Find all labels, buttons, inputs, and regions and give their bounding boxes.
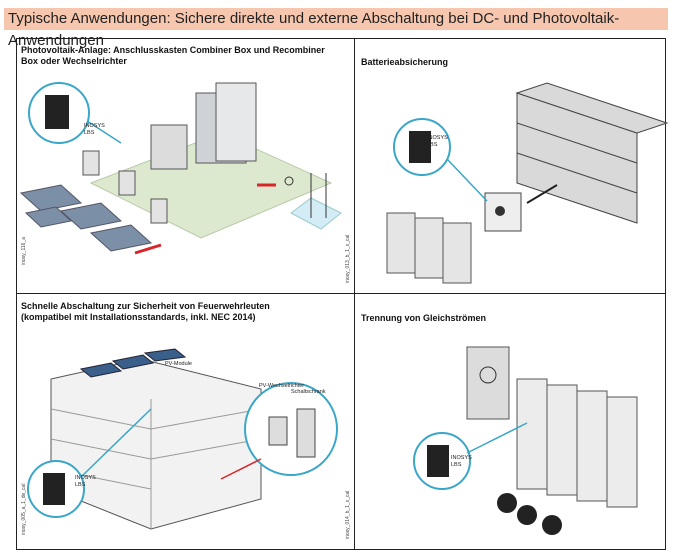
- grid-divider-horizontal: [17, 293, 665, 294]
- battery-illustration: [386, 82, 669, 284]
- callout-label-product: INOSYS: [427, 135, 448, 141]
- callout-label-type: LBS: [84, 130, 95, 136]
- panel-photovoltaic-title: Photovoltaik-Anlage: Anschlusskasten Com…: [21, 45, 325, 67]
- motor-drives-illustration: [413, 346, 638, 535]
- callout-label-type: LBS: [451, 462, 462, 468]
- panel-title-line2: (kompatibel mit Installationsstandards, …: [21, 312, 256, 322]
- panel-title-line1: Schnelle Abschaltung zur Sicherheit von …: [21, 301, 270, 311]
- callout-label-pv-modules: PV-Module: [165, 361, 192, 367]
- figure-code: inosy_013_b_1_x_cal: [345, 234, 351, 283]
- grid-divider-vertical: [354, 39, 355, 549]
- building-illustration: [27, 348, 338, 530]
- callout-label-type: LBS: [75, 482, 86, 488]
- panel-title-line1: Photovoltaik-Anlage: Anschlusskasten Com…: [21, 45, 325, 55]
- panel-battery-title: Batterieabsicherung: [361, 57, 449, 67]
- callout-label-product: INOSYS: [75, 475, 96, 481]
- callout-label-product: INOSYS: [451, 455, 472, 461]
- figure-code: inosy_014_b_1_x_cal: [345, 490, 351, 539]
- pv-system-illustration: [19, 82, 342, 255]
- applications-grid: Photovoltaik-Anlage: Anschlusskasten Com…: [16, 38, 669, 550]
- callout-label-type: LBS: [427, 142, 438, 148]
- callout-label-cabinet: Schaltschrank: [291, 389, 326, 395]
- page-banner: Typische Anwendungen: Sichere direkte un…: [4, 8, 668, 49]
- callout-label-inverter: PV-Wechselrichter: [259, 383, 305, 389]
- panel-dc-isolation-title: Trennung von Gleichströmen: [361, 313, 487, 323]
- panel-title-line2: Box oder Wechselrichter: [21, 56, 127, 66]
- callout-label-product: INOSYS: [84, 123, 105, 129]
- panel-firefighter-title: Schnelle Abschaltung zur Sicherheit von …: [21, 301, 270, 323]
